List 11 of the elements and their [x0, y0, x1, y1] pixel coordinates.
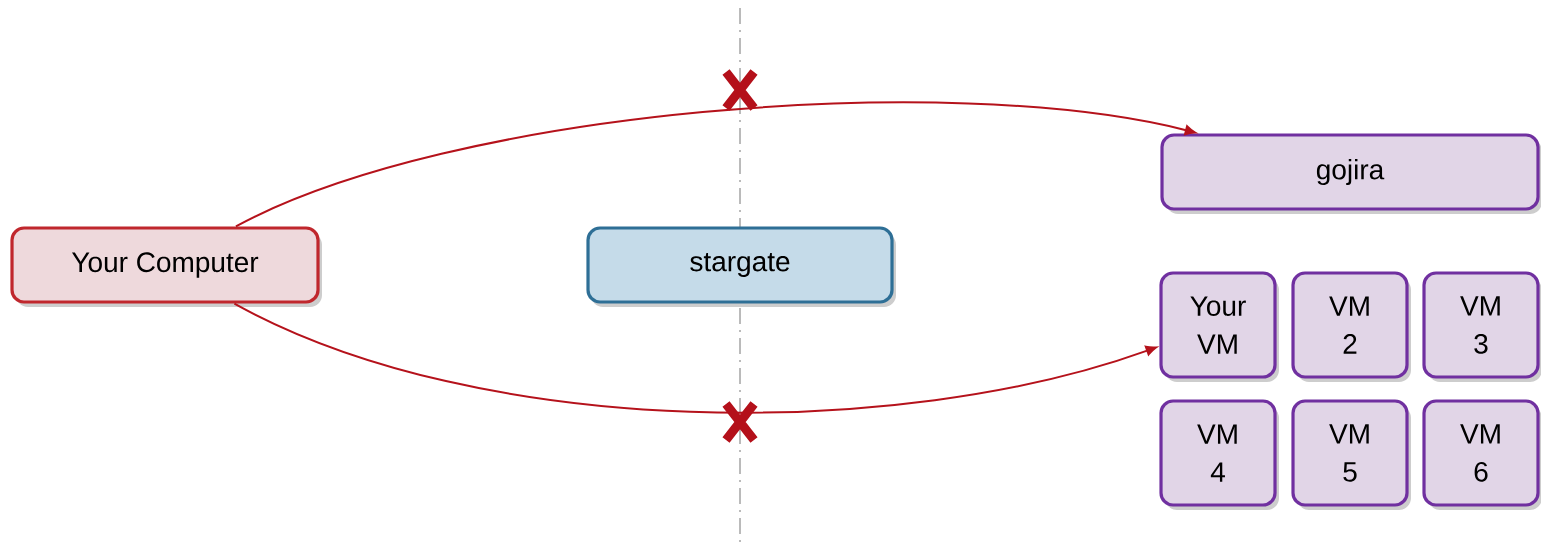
vm-box: VM 4 — [1159, 399, 1279, 510]
server-box: gojira — [1160, 133, 1541, 214]
arrow — [233, 302, 1157, 414]
server-box: stargate — [586, 226, 896, 307]
vm-box: Your VM — [1159, 271, 1279, 382]
vm-box: VM 6 — [1422, 399, 1541, 510]
vm-box: VM 2 — [1291, 271, 1411, 382]
computer-box: Your Computer — [10, 226, 322, 307]
vm-box: VM 5 — [1291, 399, 1411, 510]
vm-box: VM 3 — [1422, 271, 1541, 382]
arrow — [234, 101, 1197, 228]
